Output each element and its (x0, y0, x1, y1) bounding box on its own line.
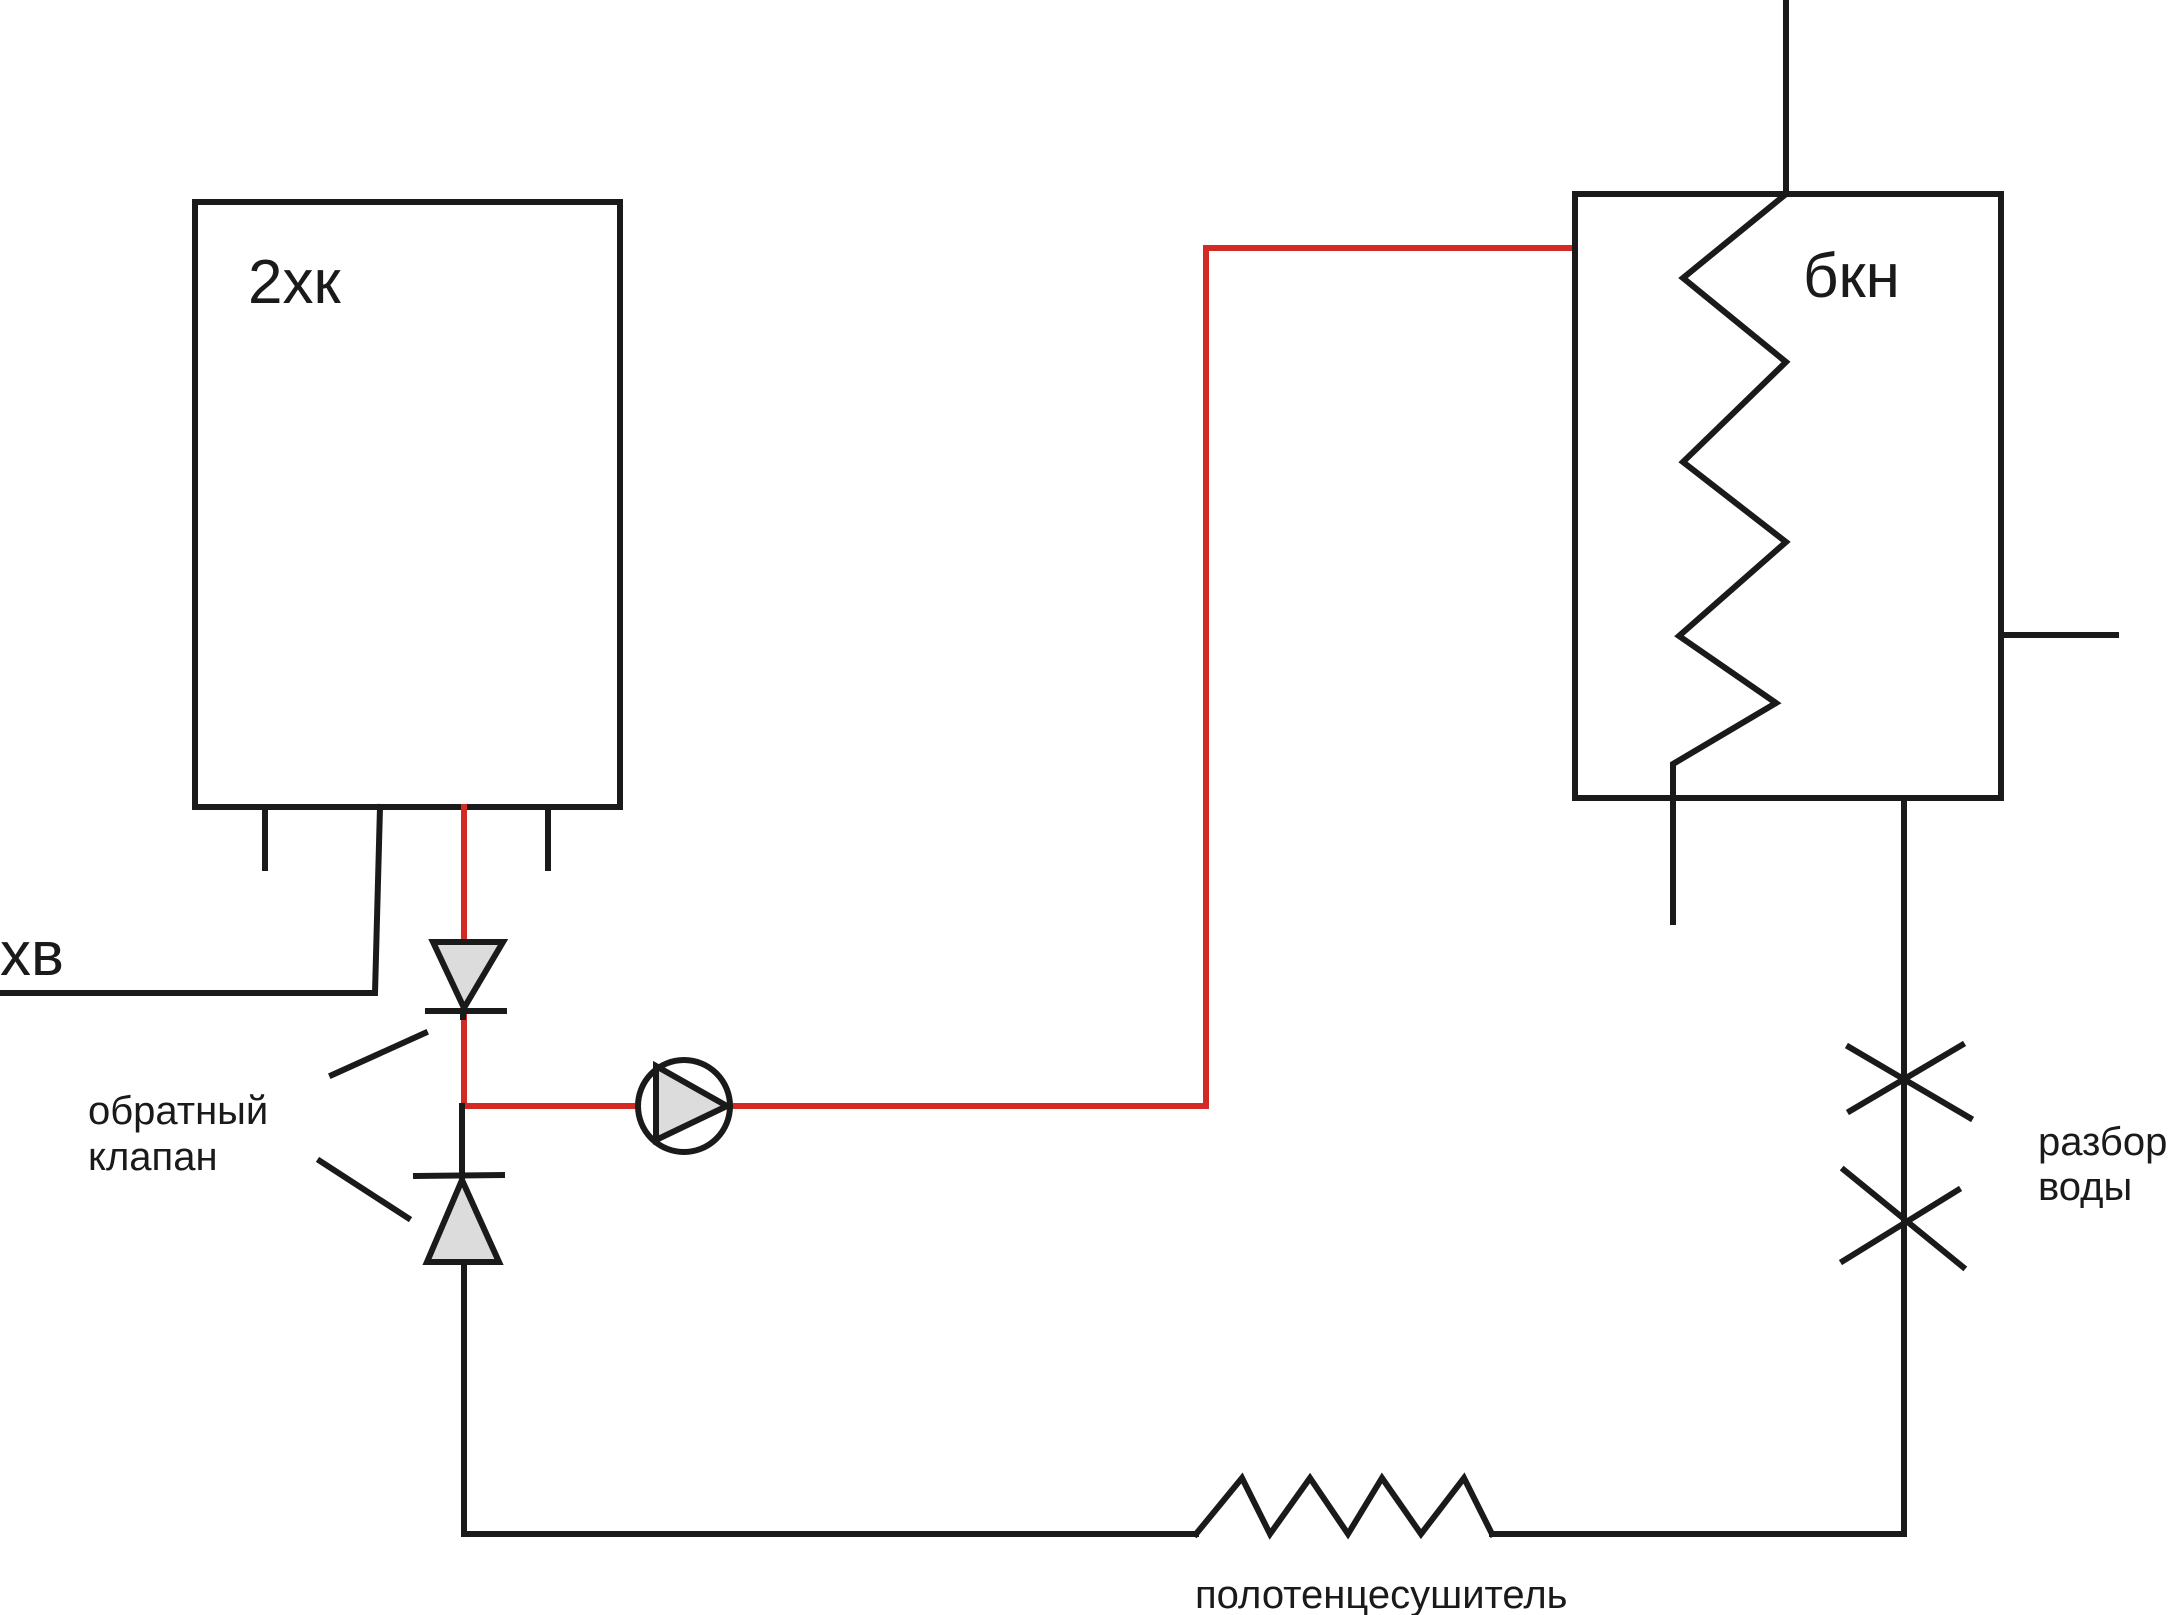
tap-upper (1844, 1040, 1975, 1123)
tap-icon (1839, 1165, 1968, 1272)
hot-supply-line (461, 245, 1576, 1109)
check-valve-seat-lower (412, 1171, 506, 1180)
check-valve-upper (425, 939, 509, 1020)
boiler: 2хк (192, 199, 623, 871)
check-valve-label-line2: клапан (88, 1135, 218, 1179)
tap-icon (1844, 1042, 1975, 1123)
boiler-body (192, 199, 623, 810)
towel-dryer-label: полотенцесушитель (1195, 1573, 1568, 1615)
check-valve-label-line1: обратный (88, 1089, 268, 1133)
water-draw-label-line2: воды (2038, 1165, 2132, 1209)
pointer-line-upper (328, 1029, 429, 1079)
check-valve-lower (412, 1103, 506, 1265)
cold-water-inlet: хв (0, 803, 384, 996)
pump (635, 1057, 734, 1155)
junction-to-pump-pipe (461, 1009, 643, 1109)
tap-icon (1838, 1185, 1963, 1266)
heat-exchanger-coil-icon (1670, 189, 1791, 925)
cold-water-pipe (0, 803, 384, 996)
cold-water-label: хв (0, 920, 64, 989)
return-pipe-left (461, 1259, 1199, 1537)
pump-to-tank-pipe (725, 245, 1576, 1109)
check-valve-annotation: обратный клапан (88, 1029, 429, 1223)
tank-label: бкн (1803, 242, 1900, 311)
storage-tank: бкн (1572, 0, 2119, 925)
check-valve-icon (422, 1172, 504, 1265)
check-valve-icon (428, 939, 509, 1015)
water-draw-taps: разбор воды (1838, 1040, 2167, 1272)
tap-icon (1845, 1040, 1967, 1116)
return-circuit: полотенцесушитель (461, 795, 1907, 1615)
boiler-label: 2хк (248, 248, 341, 317)
towel-dryer-icon (1191, 1472, 1497, 1540)
tank-body (1572, 191, 2004, 801)
tap-lower (1838, 1165, 1968, 1272)
pump-arrow-icon (653, 1060, 734, 1145)
return-pipe-right (1489, 795, 1907, 1537)
water-draw-label-line1: разбор (2038, 1120, 2167, 1164)
pointer-line-lower (315, 1156, 413, 1223)
